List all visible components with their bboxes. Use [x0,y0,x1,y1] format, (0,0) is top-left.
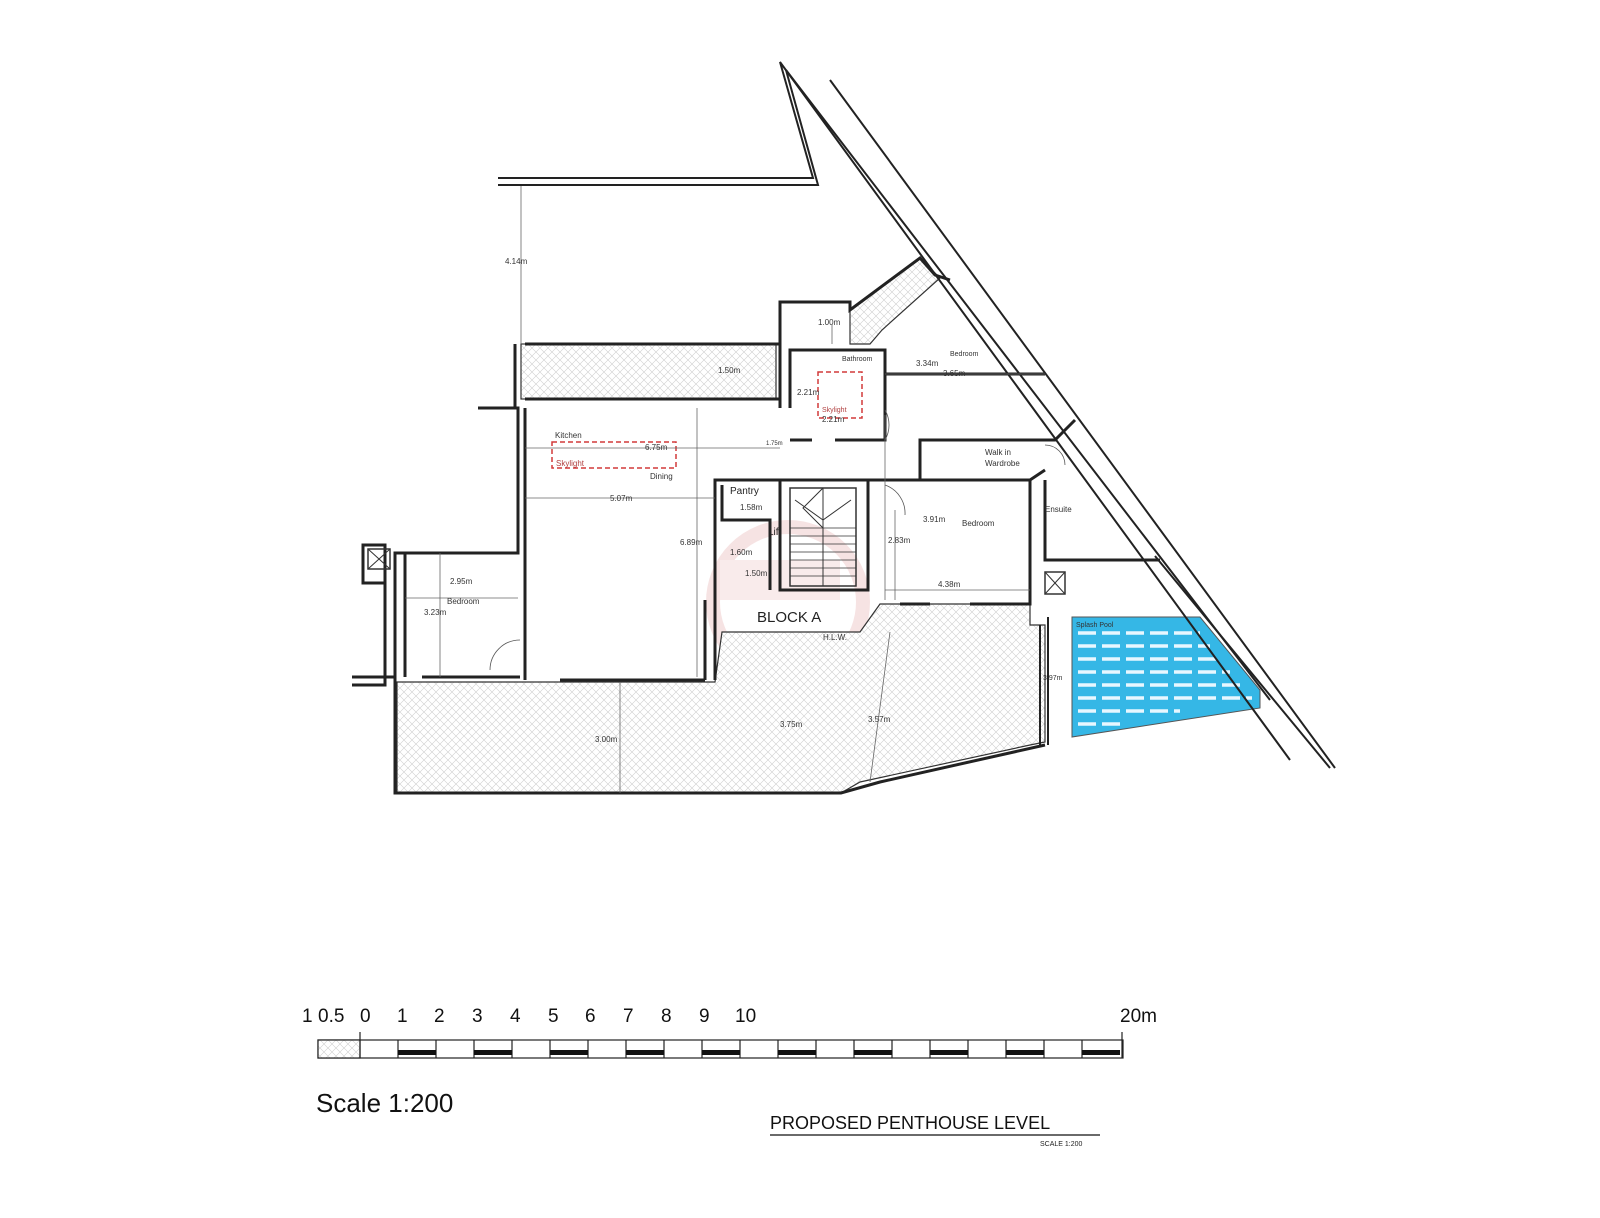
hlw-label: H.L.W. [823,633,847,642]
dim-5-07: 5.07m [610,494,633,503]
ensuite-label: Ensuite [1045,505,1072,514]
drawing-subtitle: SCALE 1:200 [1040,1141,1083,1148]
dim-3-23: 3.23m [424,608,447,617]
kitchen-skylight [551,441,677,469]
scale-caption: Scale 1:200 [316,1088,453,1118]
splash-pool [1071,616,1261,738]
dim-1-75: 1.75m [766,441,783,447]
scale-bar: 1 0.5 0 1 2 3 4 5 6 7 8 9 10 20m [302,1006,1157,1118]
dim-3-97: 3.97m [1043,675,1063,682]
lift-label: Lift [768,527,782,538]
dim-6-75: 6.75m [645,443,668,452]
pool-water-lines [1078,631,1252,726]
dim-4-14: 4.14m [505,257,528,266]
walkin-label-1: Walk in [985,448,1011,457]
scale-tick-8: 8 [661,1006,672,1027]
dim-2-95: 2.95m [450,577,473,586]
drawing-title: PROPOSED PENTHOUSE LEVEL [770,1113,1050,1133]
dim-3-75: 3.75m [780,720,803,729]
stair [789,487,857,587]
site-boundary [498,61,1336,769]
dim-4-38: 4.38m [938,580,961,589]
door-swings [489,409,1066,671]
block-a-label: BLOCK A [757,609,821,626]
scale-tick-9: 9 [699,1006,710,1027]
bedroom-mid-label: Bedroom [962,519,995,528]
scale-tick-3: 3 [472,1006,483,1027]
scale-tick-10: 10 [735,1006,756,1027]
scale-tick-6: 6 [585,1006,596,1027]
scale-tick-1a: 1 [302,1006,313,1027]
scale-tick-2: 2 [434,1006,445,1027]
dim-6-89: 6.89m [680,538,703,547]
dim-3-34: 3.34m [916,359,939,368]
duct-left [367,548,391,570]
bedroom-top-label: Bedroom [950,351,979,358]
kitchen-label: Kitchen [555,431,582,440]
pantry-label: Pantry [730,486,759,497]
bathroom-label: Bathroom [842,356,873,363]
dim-1-58: 1.58m [740,503,763,512]
dim-2-21a: 2.21m [797,388,820,397]
scale-tick-4: 4 [510,1006,521,1027]
dim-2-83: 2.83m [888,536,911,545]
dim-1-00: 1.00m [818,318,841,327]
dimension-lines [405,186,1045,793]
dim-1-60: 1.60m [730,548,753,557]
dining-label: Dining [650,472,673,481]
walkin-label-2: Wardrobe [985,459,1020,468]
duct-right [1044,571,1066,595]
scale-tick-5: 5 [548,1006,559,1027]
dim-1-50: 1.50m [718,366,741,375]
scale-tick-0: 0 [360,1006,371,1027]
dim-1-50b: 1.50m [745,569,768,578]
scale-tick-7: 7 [623,1006,634,1027]
scale-tick-20m: 20m [1120,1006,1157,1027]
dim-3-00: 3.00m [595,735,618,744]
scale-tick-1: 1 [397,1006,408,1027]
dim-3-65: 3.65m [943,369,966,378]
dim-3-91: 3.91m [923,515,946,524]
skylight-bath-label: Skylight [822,407,847,414]
skylight-kitchen-label: Skylight [556,459,585,468]
bathroom-skylight [817,371,863,419]
dim-2-21b: 2.21m [822,415,845,424]
bedroom-left-label: Bedroom [447,597,480,606]
dim-3-57: 3.57m [868,715,891,724]
splash-pool-label: Splash Pool [1076,622,1114,629]
scale-tick-0-5: 0.5 [318,1006,344,1027]
